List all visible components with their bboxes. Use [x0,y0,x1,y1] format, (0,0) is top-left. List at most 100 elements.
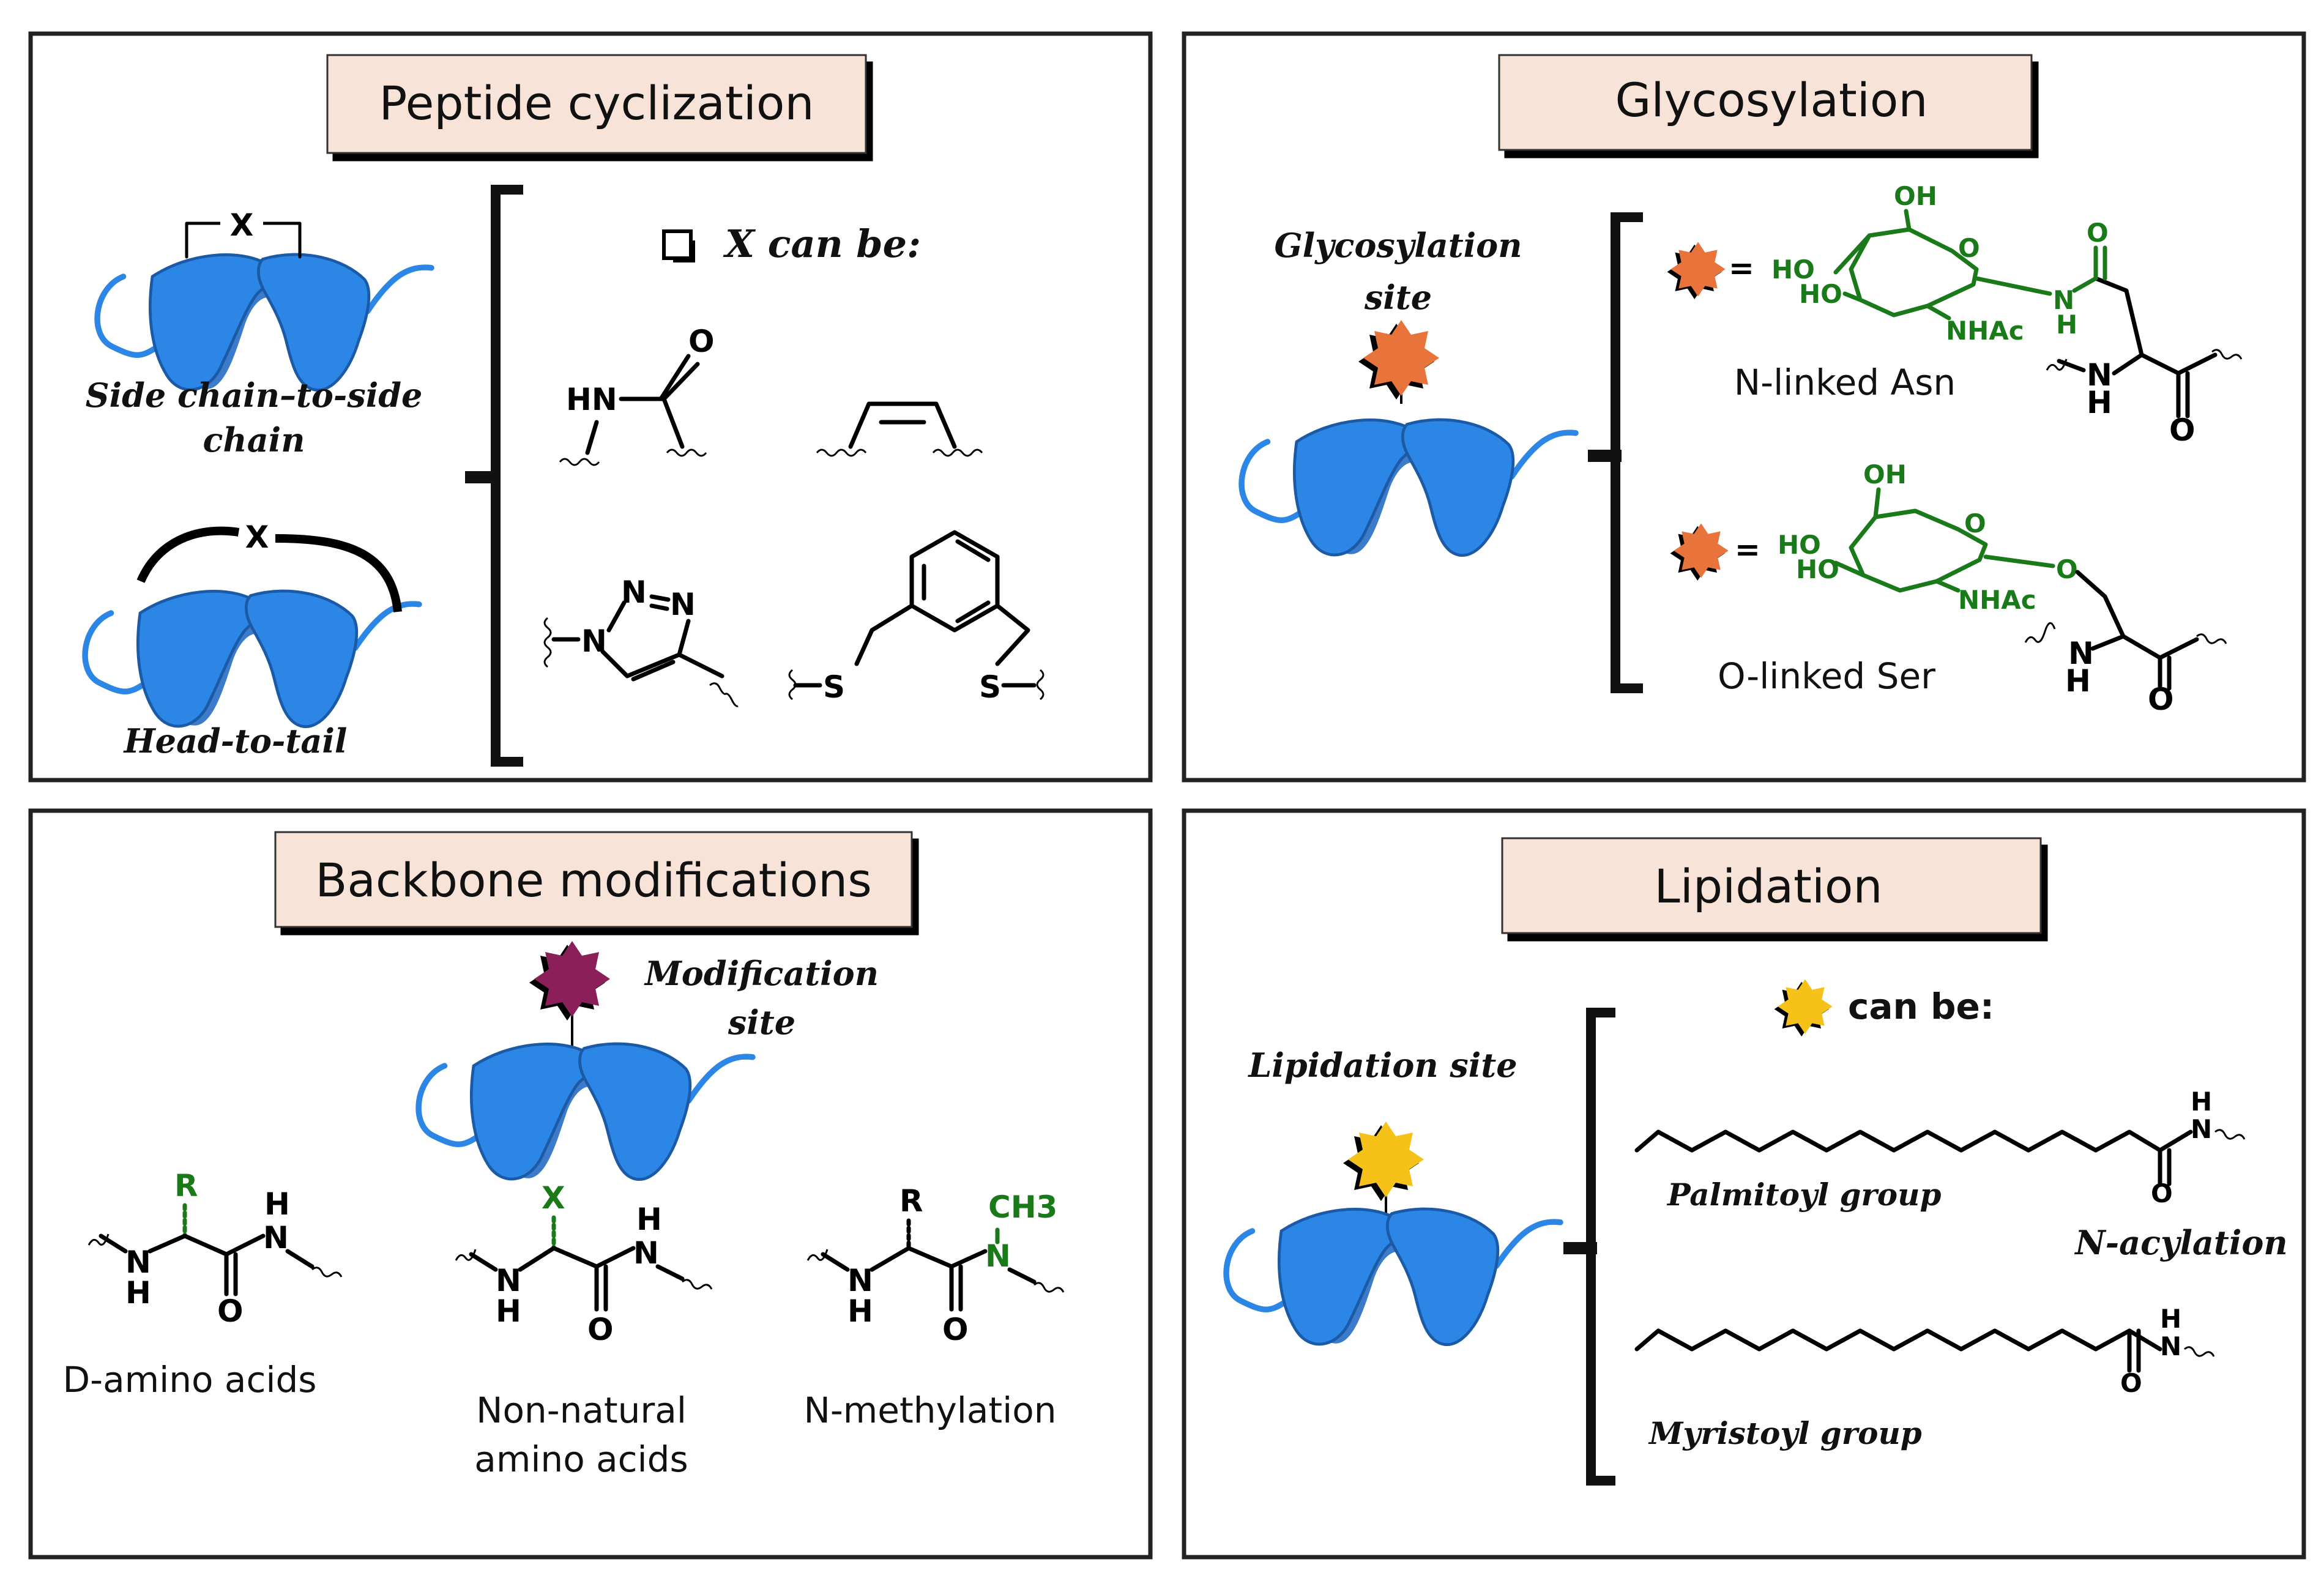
n-methylation-label: N-methylation [803,1389,1056,1431]
svg-text:H: H [2056,310,2077,340]
title-box-backbone [274,831,913,928]
x-can-be-label: X can be: [723,221,921,266]
svg-text:O: O [942,1312,969,1347]
bracket-tick [1588,450,1622,462]
myristoyl-chain [1634,1328,2162,1352]
svg-text:O: O [2151,1178,2173,1208]
svg-text:H: H [264,1186,290,1222]
panel-peptide-cyclization: Peptide cyclization X Side chain–to-side… [28,31,1153,783]
n-linked-label: N-linked Asn [1734,362,1956,403]
svg-text:H: H [2065,663,2091,699]
side-chain-label-line1: Side chain–to-side [86,376,423,415]
svg-text:N: N [2191,1114,2212,1144]
n-linked-structure: = OH HO HO O NHAc N H O N H O [1667,181,2243,448]
svg-text:N: N [633,1235,659,1271]
svg-text:O: O [2120,1368,2142,1398]
modification-site-line2: site [728,1003,795,1042]
svg-text:HO: HO [1799,279,1842,309]
panel-lipidation: Lipidation Lipidation site can be: O N H… [1182,808,2306,1560]
svg-text:=: = [1735,532,1760,567]
svg-text:N: N [263,1220,289,1256]
non-natural-structure: X N H O N H [455,1180,713,1347]
title-box-lipidation [1501,837,2042,934]
svg-text:N: N [2160,1331,2181,1361]
panel-title: Lipidation [1654,859,1882,913]
palmitoyl-carbonyl [2158,1148,2172,1186]
svg-text:H: H [496,1293,521,1329]
bracket-tick [1563,1242,1597,1254]
glyco-site-label-line2: site [1364,278,1432,317]
svg-text:N: N [985,1238,1011,1274]
panel-border [1182,31,2306,783]
svg-text:S: S [823,669,845,705]
svg-text:O: O [587,1312,614,1347]
checkbox-icon [662,229,695,262]
x-head-label: X [245,519,269,555]
lipidation-site-label: Lipidation site [1247,1046,1517,1085]
x-label: X [230,207,254,243]
svg-text:N: N [2053,285,2074,315]
svg-text:R: R [174,1168,198,1203]
svg-text:HO: HO [1771,255,1815,285]
non-natural-label-line1: Non-natural [476,1389,687,1431]
svg-text:O: O [2056,554,2078,584]
amide-linker: HN O [559,324,715,466]
title-box-glycosylation [1498,54,2033,151]
svg-text:N: N [496,1263,521,1298]
non-natural-label-line2: amino acids [474,1438,688,1480]
svg-text:N: N [2087,357,2112,393]
svg-text:N: N [847,1263,873,1298]
svg-text:HO: HO [1778,530,1821,560]
palmitoyl-chain [1634,1129,2193,1153]
svg-text:H: H [125,1275,151,1311]
modification-site-line1: Modification [644,954,879,993]
panel-title: Backbone modifications [315,853,872,907]
svg-text:CH3: CH3 [988,1189,1057,1225]
svg-text:N: N [670,587,696,622]
panel-title: Peptide cyclization [379,76,814,130]
can-be-label: can be: [1848,986,1994,1027]
o-linked-structure: = OH HO HO O NHAc O N H O [1670,459,2227,717]
svg-text:X: X [542,1180,565,1216]
svg-text:H: H [847,1293,873,1329]
svg-text:N: N [125,1244,151,1280]
svg-text:HN: HN [566,382,617,417]
svg-text:O: O [2169,412,2196,448]
glyco-site-label-line1: Glycosylation [1275,226,1522,265]
svg-text:O: O [2148,682,2174,717]
svg-text:O: O [688,324,715,359]
svg-text:OH: OH [1894,181,1937,211]
head-to-tail-label: Head-to-tail [123,721,348,761]
o-linked-label: O-linked Ser [1718,655,1935,697]
myristoyl-label: Myristoyl group [1648,1415,1922,1451]
title-box-cyclization [326,54,867,154]
panel-backbone-modifications: Backbone modifications Modification site… [28,808,1153,1560]
svg-text:NHAc: NHAc [1946,316,2024,346]
triazole-linker: N N N [543,575,739,707]
n-acylation-label: N-acylation [2074,1223,2287,1262]
alkene-linker [816,401,983,457]
panel-title: Glycosylation [1615,73,1927,127]
myristoyl-carbonyl [2127,1328,2141,1373]
head-to-tail-link-left [136,526,240,583]
bracket-tick [465,471,499,483]
svg-text:OH: OH [1863,459,1907,489]
head-to-tail-link-right [275,534,402,612]
xylyl-linker: S S [788,530,1045,705]
svg-text:H: H [636,1202,662,1237]
panel-glycosylation: Glycosylation Glycosylation site = OH HO… [1182,31,2306,783]
svg-text:H: H [2087,385,2112,420]
svg-text:H: H [2191,1087,2212,1117]
svg-text:N: N [2068,636,2094,671]
n-methylation-structure: R N CH3 N H O [806,1183,1065,1347]
myristoyl-wavy [2184,1346,2215,1357]
svg-text:R: R [899,1183,923,1219]
d-amino-structure: R N H O N H [88,1168,343,1329]
svg-text:H: H [2160,1304,2181,1334]
panel-border [28,808,1153,1560]
palmitoyl-wavy [2214,1129,2246,1140]
svg-text:O: O [2087,218,2109,248]
svg-text:O: O [217,1293,244,1329]
svg-text:S: S [979,669,1001,705]
